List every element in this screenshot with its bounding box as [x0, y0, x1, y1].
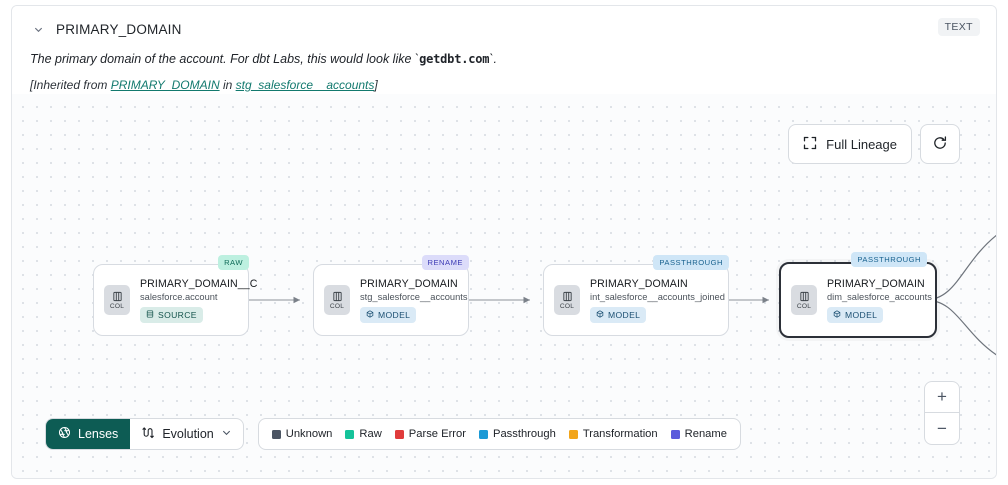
- inherited-note: [Inherited from PRIMARY_DOMAIN in stg_sa…: [30, 78, 980, 92]
- node-kind-badge: MODEL: [827, 306, 884, 323]
- refresh-icon: [932, 135, 948, 154]
- node-body: PRIMARY_DOMAIN dim_salesforce_accounts M…: [827, 278, 932, 323]
- refresh-button[interactable]: [920, 124, 960, 164]
- node-title: PRIMARY_DOMAIN__C: [140, 277, 258, 290]
- node-body: PRIMARY_DOMAIN int_salesforce__accounts_…: [590, 278, 725, 323]
- legend-label: Raw: [359, 428, 382, 440]
- full-lineage-button[interactable]: Full Lineage: [788, 124, 912, 164]
- expand-icon: [803, 136, 817, 153]
- node-kind-label: SOURCE: [158, 309, 197, 320]
- col-chip-label: COL: [109, 302, 125, 310]
- node-kind-label: MODEL: [378, 309, 411, 320]
- lineage-node[interactable]: RAW COL PRIMARY_DOMAIN__C salesforce.acc…: [93, 255, 257, 336]
- node-tag: RENAME: [421, 255, 469, 270]
- node-tag: PASSTHROUGH: [653, 255, 729, 270]
- description-code: getdbt.com: [419, 52, 490, 66]
- zoom-in-button[interactable]: +: [925, 382, 959, 413]
- inherited-model-link[interactable]: stg_salesforce__accounts: [235, 77, 375, 92]
- node-tag: PASSTHROUGH: [851, 252, 927, 267]
- inherited-suffix: ]: [374, 77, 378, 92]
- cube-icon: [596, 309, 604, 320]
- legend-item: Transformation: [568, 428, 658, 440]
- legend-swatch-rename: [670, 429, 680, 439]
- node-subtitle: int_salesforce__accounts_joined: [590, 291, 725, 302]
- legend-item: Raw: [345, 428, 382, 440]
- node-subtitle: dim_salesforce_accounts: [827, 291, 932, 302]
- col-chip: COL: [324, 285, 350, 315]
- node-title: PRIMARY_DOMAIN: [827, 277, 925, 290]
- lineage-legend: Unknown Raw Parse Error Passthrough: [257, 418, 741, 450]
- node-title: PRIMARY_DOMAIN: [360, 277, 458, 290]
- col-chip-label: COL: [796, 302, 812, 310]
- legend-item: Unknown: [271, 428, 333, 440]
- evolution-icon: [141, 426, 155, 443]
- lenses-label: Lenses: [78, 427, 119, 441]
- column-detail-panel: PRIMARY_DOMAIN TEXT The primary domain o…: [11, 5, 997, 479]
- cube-icon: [366, 309, 374, 320]
- col-chip: COL: [791, 285, 817, 315]
- node-body: PRIMARY_DOMAIN__C salesforce.account SOU…: [140, 278, 257, 323]
- lineage-node-selected[interactable]: PASSTHROUGH COL PRIMARY_DOMAIN dim_sales…: [779, 252, 937, 338]
- zoom-controls: + −: [924, 381, 960, 445]
- node-kind-label: MODEL: [845, 309, 878, 320]
- inherited-middle: in: [219, 77, 236, 92]
- legend-swatch-unknown: [271, 429, 281, 439]
- full-lineage-label: Full Lineage: [826, 136, 897, 152]
- column-header-row: PRIMARY_DOMAIN: [30, 18, 980, 40]
- description-prefix: The primary domain of the account. For d…: [30, 52, 420, 66]
- page-title: PRIMARY_DOMAIN: [56, 21, 182, 37]
- legend-swatch-raw: [345, 429, 355, 439]
- evolution-label: Evolution: [162, 427, 214, 441]
- col-chip-label: COL: [329, 302, 345, 310]
- inherited-prefix: [Inherited from: [30, 77, 111, 92]
- lineage-node[interactable]: RENAME COL PRIMARY_DOMAIN stg_salesforce…: [313, 255, 469, 336]
- node-subtitle: stg_salesforce__accounts: [360, 291, 468, 302]
- col-chip: COL: [104, 285, 130, 315]
- node-subtitle: salesforce.account: [140, 291, 218, 302]
- inherited-column-link[interactable]: PRIMARY_DOMAIN: [110, 77, 220, 92]
- legend-label: Passthrough: [492, 428, 556, 440]
- evolution-dropdown[interactable]: Evolution: [130, 419, 242, 449]
- lenses-group: Lenses Evolution: [45, 418, 244, 450]
- node-tag: RAW: [218, 255, 249, 270]
- legend-label: Transformation: [582, 428, 658, 440]
- col-chip: COL: [554, 285, 580, 315]
- legend-item: Passthrough: [478, 428, 556, 440]
- cube-icon: [833, 309, 841, 320]
- type-badge: TEXT: [937, 18, 980, 36]
- legend-swatch-parse-error: [394, 429, 404, 439]
- database-icon: [146, 309, 154, 320]
- description-suffix: `.: [489, 52, 497, 66]
- lineage-canvas[interactable]: Full Lineage RAW COL: [12, 94, 996, 478]
- legend-label: Parse Error: [408, 428, 466, 440]
- node-kind-label: MODEL: [608, 309, 641, 320]
- lineage-node[interactable]: PASSTHROUGH COL PRIMARY_DOMAIN int_sales…: [543, 255, 729, 336]
- col-chip-label: COL: [559, 302, 575, 310]
- node-kind-badge: SOURCE: [140, 306, 203, 323]
- legend-item: Rename: [670, 428, 727, 440]
- aperture-icon: [58, 426, 71, 442]
- legend-swatch-transformation: [568, 429, 578, 439]
- lenses-button[interactable]: Lenses: [46, 419, 131, 449]
- chevron-down-icon[interactable]: [30, 21, 46, 37]
- node-kind-badge: MODEL: [360, 306, 417, 323]
- node-kind-badge: MODEL: [590, 306, 647, 323]
- graph-bottom-bar: Lenses Evolution U: [45, 418, 741, 450]
- column-description: The primary domain of the account. For d…: [30, 51, 980, 69]
- legend-item: Parse Error: [394, 428, 466, 440]
- chevron-down-icon: [221, 427, 232, 441]
- graph-toolbar: Full Lineage: [788, 124, 960, 164]
- node-title: PRIMARY_DOMAIN: [590, 277, 688, 290]
- node-body: PRIMARY_DOMAIN stg_salesforce__accounts …: [360, 278, 468, 323]
- legend-label: Unknown: [285, 428, 333, 440]
- column-header: PRIMARY_DOMAIN TEXT The primary domain o…: [12, 6, 996, 103]
- zoom-out-button[interactable]: −: [937, 418, 947, 438]
- legend-swatch-passthrough: [478, 429, 488, 439]
- legend-label: Rename: [684, 428, 727, 440]
